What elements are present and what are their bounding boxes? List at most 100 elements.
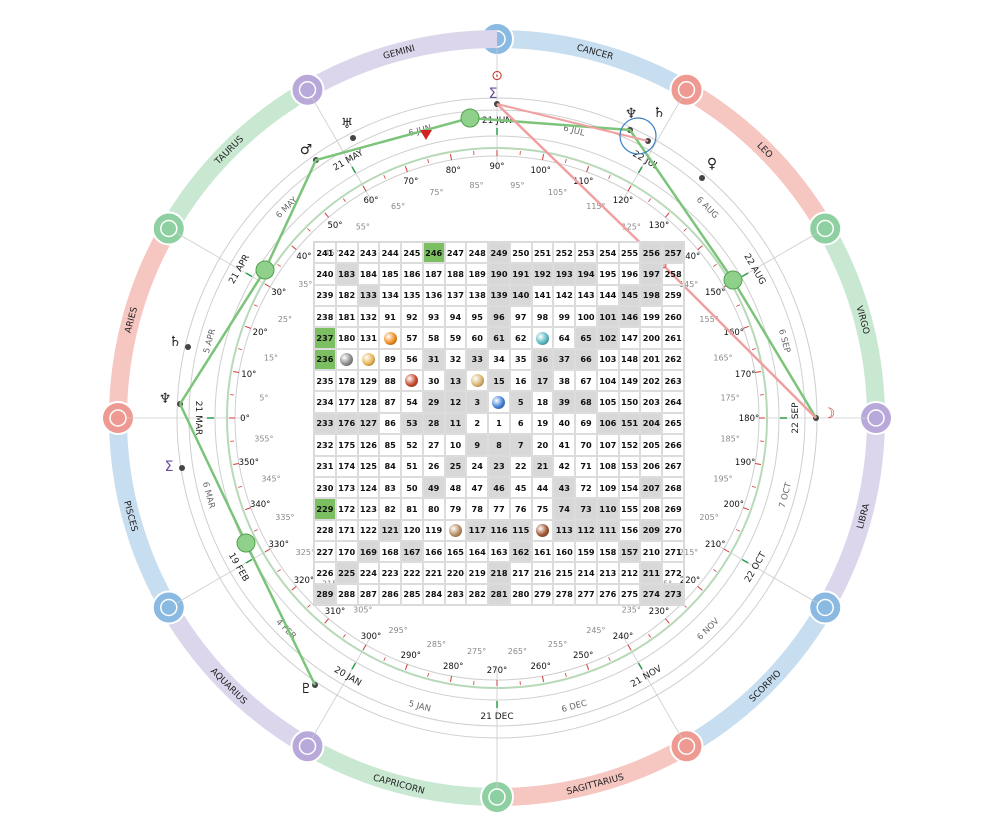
grid-cell: 92 bbox=[401, 306, 423, 328]
grid-cell bbox=[335, 348, 358, 371]
degree-label-minor: 265° bbox=[508, 647, 527, 656]
date-label-minor: 6 SEP bbox=[776, 328, 792, 354]
grid-cell: 268 bbox=[662, 476, 684, 499]
grid-cell: 278 bbox=[553, 583, 576, 605]
degree-tick bbox=[627, 185, 632, 192]
grid-cell: 99 bbox=[553, 306, 576, 328]
sign-band-aquarius bbox=[160, 603, 312, 755]
grid-cell: 283 bbox=[444, 583, 467, 605]
grid-cell: 36 bbox=[531, 348, 554, 371]
grid-cell: 68 bbox=[575, 391, 597, 413]
degree-tick bbox=[264, 283, 271, 288]
degree-label-major: 20° bbox=[253, 328, 268, 338]
grid-cell: 139 bbox=[488, 284, 510, 307]
grid-cell: 47 bbox=[466, 476, 489, 499]
grid-cell: 153 bbox=[618, 455, 641, 477]
grid-cell: 13 bbox=[444, 370, 467, 392]
red-triangle-icon bbox=[420, 130, 432, 140]
sign-symbol-icon bbox=[677, 737, 696, 755]
grid-cell: 260 bbox=[662, 306, 684, 328]
grid-cell: 205 bbox=[640, 434, 663, 456]
grid-cell: 199 bbox=[640, 306, 663, 328]
grid-cell: 226 bbox=[314, 562, 336, 584]
grid-cell: 80 bbox=[422, 498, 445, 520]
sign-band-libra bbox=[817, 418, 885, 612]
grid-cell: 78 bbox=[466, 498, 489, 520]
grid-cell: 276 bbox=[596, 583, 619, 605]
grid-cell: 93 bbox=[422, 306, 445, 328]
grid-cell: 217 bbox=[509, 562, 532, 584]
degree-label-major: 320° bbox=[294, 576, 314, 586]
grid-cell: 64 bbox=[553, 327, 576, 349]
grid-cell: 121 bbox=[379, 519, 402, 541]
grid-cell: 250 bbox=[509, 242, 532, 264]
ring bbox=[188, 109, 806, 727]
grid-cell: 235 bbox=[314, 370, 336, 392]
date-tick bbox=[245, 558, 253, 564]
grid-cell: 271 bbox=[662, 540, 684, 563]
grid-cell: 251 bbox=[531, 242, 554, 264]
degree-tick bbox=[713, 569, 717, 573]
grid-cell: 247 bbox=[444, 242, 467, 264]
grid-cell: 133 bbox=[357, 284, 380, 307]
grid-cell: 83 bbox=[379, 476, 402, 499]
degree-tick bbox=[449, 153, 452, 161]
grid-cell: 141 bbox=[531, 284, 554, 307]
date-label-major: 21 DEC bbox=[480, 712, 513, 722]
degree-tick bbox=[244, 325, 251, 329]
grid-cell: 165 bbox=[444, 540, 467, 563]
grid-cell: 249 bbox=[488, 242, 510, 264]
grid-cell: 177 bbox=[335, 391, 358, 413]
sign-band-leo bbox=[682, 81, 834, 233]
degree-tick bbox=[627, 644, 632, 651]
grid-cell: 171 bbox=[335, 519, 358, 541]
grid-cell: 1 bbox=[488, 412, 510, 435]
grid-cell: 229 bbox=[314, 498, 336, 520]
degree-label-major: 30° bbox=[271, 288, 286, 298]
grid-cell: 220 bbox=[444, 562, 467, 584]
degree-label-major: 170° bbox=[735, 370, 755, 380]
grid-cell: 256 bbox=[640, 242, 663, 264]
grid-cell: 160 bbox=[553, 540, 576, 563]
grid-cell: 241 bbox=[314, 242, 336, 264]
grid-cell: 210 bbox=[640, 540, 663, 563]
grid-cell: 269 bbox=[662, 498, 684, 520]
grid-cell: 111 bbox=[596, 519, 619, 541]
grid-cell: 201 bbox=[640, 348, 663, 371]
grid-cell: 216 bbox=[531, 562, 554, 584]
sign-symbol-icon bbox=[290, 72, 325, 107]
grid-cell: 61 bbox=[488, 327, 510, 349]
grid-cell: 8 bbox=[488, 434, 510, 456]
grid-cell: 189 bbox=[466, 263, 489, 285]
date-tick bbox=[245, 272, 253, 278]
grid-cell: 104 bbox=[596, 370, 619, 392]
grid-cell: 26 bbox=[422, 455, 445, 477]
grid-cell: 123 bbox=[357, 498, 380, 520]
grid-cell: 39 bbox=[553, 391, 576, 413]
grid-cell: 75 bbox=[531, 498, 554, 520]
grid-cell: 159 bbox=[575, 540, 597, 563]
grid-cell: 191 bbox=[509, 263, 532, 285]
grid-cell: 50 bbox=[401, 476, 423, 499]
degree-label-minor: 15° bbox=[264, 353, 278, 362]
degree-label-major: 90° bbox=[489, 162, 504, 172]
degree-label-minor: 345° bbox=[261, 475, 280, 484]
grid-cell: 265 bbox=[662, 412, 684, 435]
sign-symbol-icon bbox=[677, 81, 696, 99]
degree-label-major: 40° bbox=[296, 252, 311, 262]
date-label-minor: 5 APR bbox=[202, 328, 218, 355]
sun-glyph: ⊙ bbox=[491, 68, 503, 84]
degree-label-major: 260° bbox=[531, 662, 551, 672]
grid-cell: 120 bbox=[401, 519, 423, 541]
planet-marker bbox=[699, 175, 705, 181]
degree-label-major: 190° bbox=[735, 458, 755, 468]
grid-cell: 185 bbox=[379, 263, 402, 285]
grid-cell: 11 bbox=[444, 412, 467, 435]
sign-symbol-icon bbox=[808, 590, 843, 625]
degree-tick bbox=[743, 507, 750, 511]
degree-tick bbox=[238, 485, 243, 488]
grid-cell: 253 bbox=[575, 242, 597, 264]
date-label-minor: 5 JAN bbox=[407, 699, 431, 715]
date-label-minor: 6 MAY bbox=[274, 195, 300, 221]
